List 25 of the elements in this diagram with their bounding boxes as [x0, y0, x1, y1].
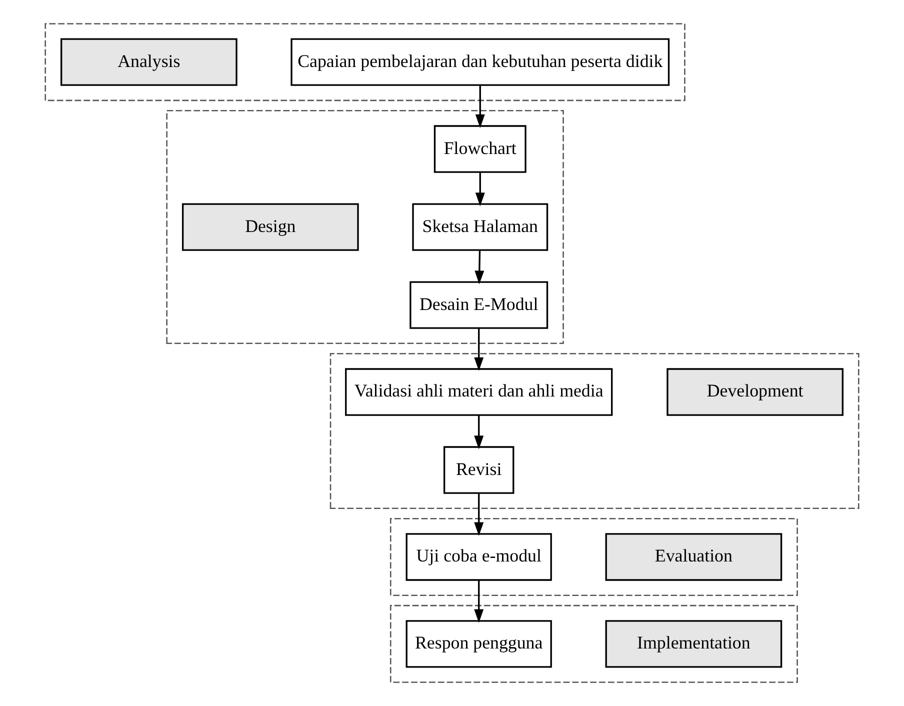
- node-box: Desain E-Modul: [410, 281, 548, 329]
- arrow: [475, 172, 485, 206]
- node-box: Respon pengguna: [406, 620, 552, 668]
- cluster: [390, 518, 798, 596]
- node-box: Uji coba e-modul: [406, 533, 552, 581]
- arrow: [474, 250, 484, 284]
- arrow: [474, 493, 484, 536]
- node-box: Analysis: [60, 38, 238, 86]
- node-box: Capaian pembelajaran dan kebutuhan peserta didik: [290, 38, 670, 86]
- node-box: Implementation: [605, 620, 782, 668]
- node-box: Validasi ahli materi dan ahli media: [345, 368, 613, 416]
- cluster: [330, 353, 860, 510]
- node-box: Sketsa Halaman: [412, 203, 548, 251]
- node-box: Development: [666, 368, 844, 416]
- arrow: [474, 328, 484, 371]
- cluster: [166, 110, 564, 344]
- node-box: Flowchart: [434, 125, 526, 173]
- arrow: [474, 415, 484, 450]
- cluster: [44, 23, 686, 102]
- node-box: Revisi: [444, 446, 514, 494]
- cluster: [390, 604, 798, 683]
- node-box: Design: [182, 203, 359, 251]
- arrow: [475, 86, 485, 128]
- arrow: [474, 580, 484, 623]
- node-box: Evaluation: [605, 533, 782, 581]
